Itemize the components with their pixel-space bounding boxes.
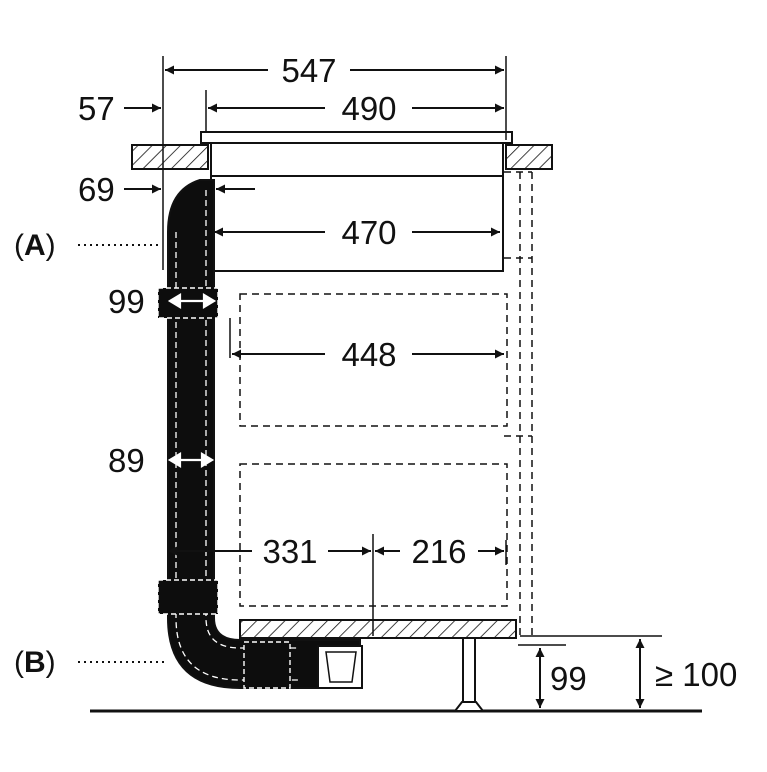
upper-drawer bbox=[239, 293, 508, 427]
dim-89: 89 bbox=[108, 442, 145, 479]
worktop-right bbox=[505, 144, 553, 170]
cabinet-foot bbox=[452, 637, 486, 712]
dim-448: 448 bbox=[341, 336, 396, 373]
dim-216: 216 bbox=[411, 533, 466, 570]
hob-body bbox=[210, 142, 504, 272]
dim-57: 57 bbox=[78, 90, 115, 127]
callout-b: (B) bbox=[14, 646, 56, 679]
worktop-left bbox=[131, 144, 209, 170]
dim-331: 331 bbox=[262, 533, 317, 570]
dim-490: 490 bbox=[341, 90, 396, 127]
dim-470: 470 bbox=[341, 214, 396, 251]
callout-a: (A) bbox=[14, 229, 56, 262]
dim-99-duct: 99 bbox=[108, 283, 145, 320]
cabinet-base bbox=[239, 619, 517, 639]
ventilation-duct bbox=[157, 179, 363, 689]
dim-547: 547 bbox=[281, 52, 336, 89]
extension-lines bbox=[162, 56, 662, 646]
dim-69: 69 bbox=[78, 171, 115, 208]
hob-glass bbox=[200, 131, 513, 144]
dim-min-100: ≥ 100 bbox=[655, 656, 737, 693]
dim-99-plinth: 99 bbox=[550, 660, 587, 697]
